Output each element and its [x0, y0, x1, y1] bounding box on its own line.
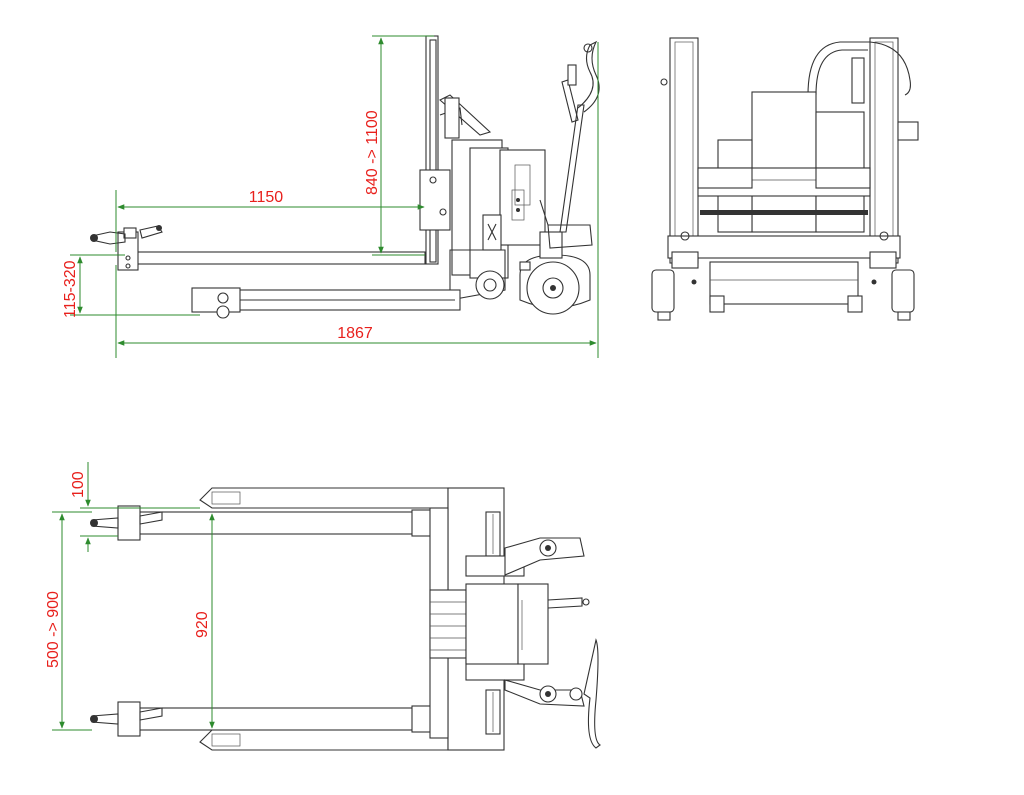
top-base-leg-upper [199, 487, 449, 509]
dim-text-leg-span: 920 [194, 611, 211, 638]
front-mast-right [869, 37, 899, 264]
side-view: 840 -> 1100 1150 115-320 1867 [62, 35, 600, 358]
top-view [90, 487, 601, 751]
top-battery [429, 589, 467, 659]
side-mast [419, 35, 492, 265]
dim-text-fork-spread: 500 -> 900 [45, 591, 62, 668]
dim-side-fork-height: 115-320 [62, 254, 200, 318]
front-handle [807, 41, 911, 96]
dim-text-fork-height: 115-320 [62, 260, 79, 318]
top-fork-upper [134, 511, 431, 535]
front-wheel-right [891, 269, 915, 313]
dim-top-fork-spread: 500 -> 900 [45, 511, 92, 731]
dim-top-leg-span: 920 [194, 513, 215, 729]
side-tiller [539, 40, 600, 249]
dim-side-fork-length: 1150 [115, 189, 425, 252]
dim-top-fork-offset: 100 [70, 462, 200, 552]
dim-text-mast-height: 840 -> 1100 [364, 110, 381, 195]
top-castor-arm-upper [504, 537, 585, 576]
dim-text-overall-length: 1867 [337, 325, 373, 342]
top-fork-lower [134, 707, 431, 731]
dim-side-overall-length: 1867 [115, 42, 599, 358]
front-view [651, 37, 919, 321]
dim-text-fork-offset: 100 [70, 471, 87, 498]
dim-side-mast-height: 840 -> 1100 [364, 35, 434, 256]
top-tiller [583, 638, 601, 749]
front-mast-left [669, 37, 699, 264]
top-base-leg-lower [199, 729, 449, 751]
side-upper-fork [90, 225, 426, 271]
side-chassis [449, 139, 546, 301]
dim-text-fork-length: 1150 [249, 189, 284, 206]
side-drive-wheel [519, 231, 591, 315]
side-base-leg [191, 287, 461, 319]
front-wheel-left [651, 269, 675, 313]
front-base-frame [667, 235, 901, 259]
